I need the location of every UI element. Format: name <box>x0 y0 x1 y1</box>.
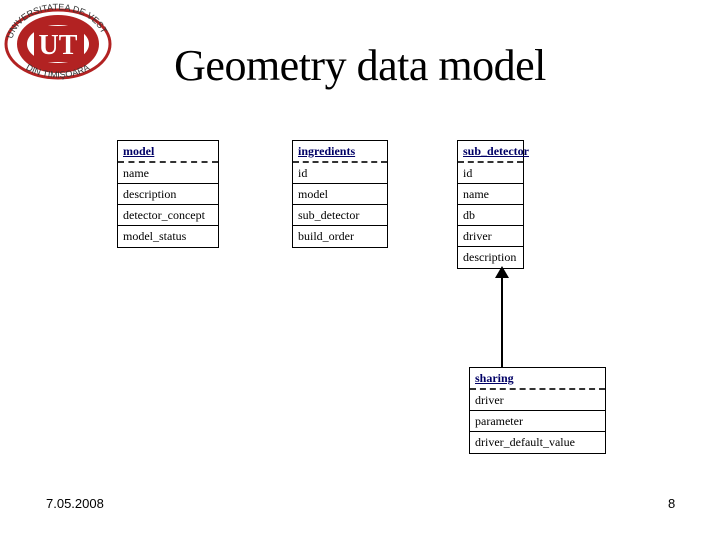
table-field: id <box>458 163 523 184</box>
table-field: sub_detector <box>293 205 387 226</box>
table-field: name <box>458 184 523 205</box>
table-field: driver_default_value <box>475 435 575 449</box>
arrow-head-icon <box>495 266 509 278</box>
table-field: model <box>293 184 387 205</box>
table-field: model_status <box>123 229 187 243</box>
table-header: ingredients <box>293 141 387 163</box>
table-ingredients: ingredients id model sub_detector build_… <box>292 140 388 248</box>
table-field: detector_concept <box>118 205 218 226</box>
table-header: sharing <box>470 368 605 390</box>
table-field: driver <box>458 226 523 247</box>
table-field: parameter <box>470 411 605 432</box>
relationship-line <box>501 276 503 368</box>
table-model: model name description detector_concept … <box>117 140 219 248</box>
table-field: description <box>463 250 517 264</box>
table-field: build_order <box>298 229 354 243</box>
table-sharing: sharing driver parameter driver_default_… <box>469 367 606 454</box>
table-field: name <box>118 163 218 184</box>
footer-date: 7.05.2008 <box>46 496 104 511</box>
svg-text:UT: UT <box>39 30 78 61</box>
table-header: sub_detector <box>458 141 529 163</box>
university-logo: UT UNIVERSITATEA DE VEST DIN TIMIŞOARA <box>0 0 118 86</box>
table-sub-detector: sub_detector id name db driver descripti… <box>457 140 529 269</box>
table-field: id <box>293 163 387 184</box>
table-header: model <box>118 141 218 163</box>
slide-title: Geometry data model <box>174 41 546 90</box>
page-number: 8 <box>668 496 676 511</box>
table-field: description <box>118 184 218 205</box>
table-field: driver <box>470 390 605 411</box>
table-field: db <box>458 205 523 226</box>
